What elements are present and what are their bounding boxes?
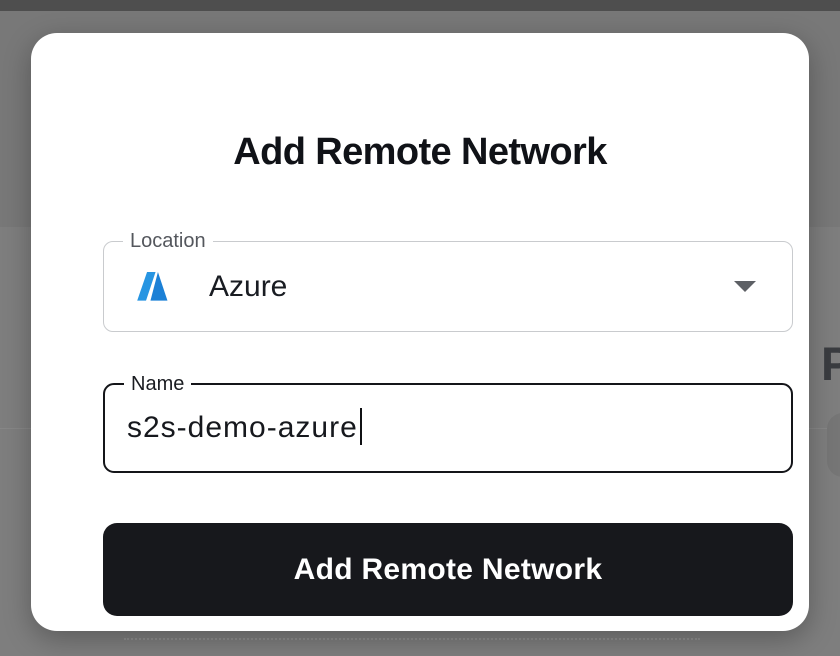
azure-logo-icon — [137, 271, 168, 301]
background-dimmed-element — [827, 413, 840, 477]
background-partial-text: P — [821, 337, 840, 390]
name-input-value: s2s-demo-azure — [127, 411, 358, 444]
location-select[interactable]: Location Azure — [103, 229, 793, 332]
name-field-label: Name — [124, 372, 192, 396]
add-remote-network-dialog: Add Remote Network Location Azure Name s… — [31, 33, 809, 631]
dialog-title: Add Remote Network — [233, 131, 607, 173]
text-caret — [359, 407, 362, 445]
location-field-label: Location — [123, 229, 213, 253]
background-header-strip — [0, 0, 840, 11]
add-remote-network-button[interactable]: Add Remote Network — [103, 523, 793, 616]
name-input[interactable]: Name s2s-demo-azure — [103, 372, 793, 473]
background-dotted-table-border — [124, 638, 700, 640]
location-selected-value: Azure — [209, 269, 288, 303]
chevron-down-icon[interactable] — [734, 281, 756, 292]
